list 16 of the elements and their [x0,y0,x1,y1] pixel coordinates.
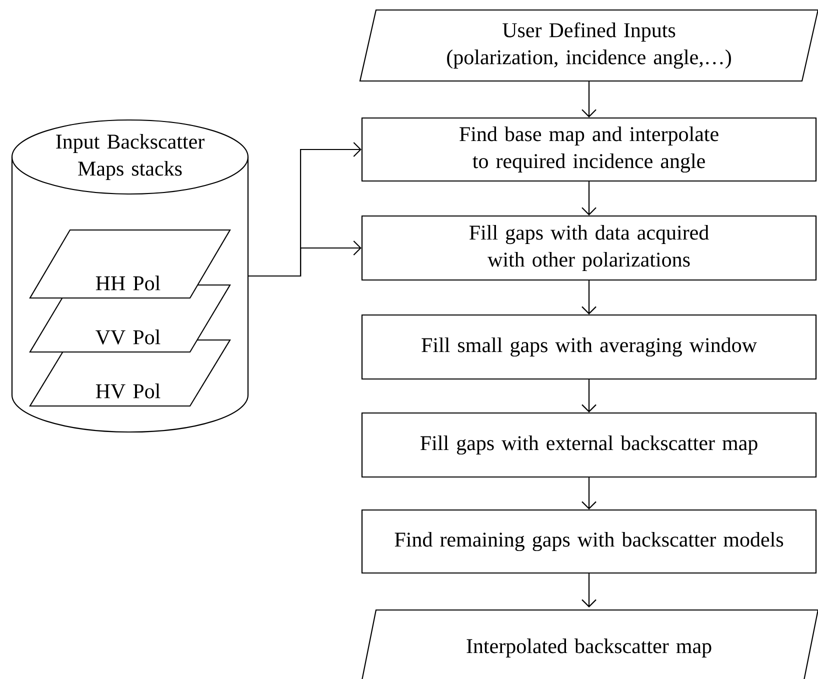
arrow [248,240,362,277]
process-box: Find remaining gaps with backscatter models [361,509,817,574]
process-box: Fill gaps with data acquired with other polarizations [361,215,817,281]
process-box: Fill gaps with external backscatter map [361,412,817,478]
arrow [582,574,596,608]
arrow [582,478,596,510]
process-box: Fill small gaps with averaging window [361,314,817,380]
process-box: Find base map and interpolate to required incidence angle [361,117,817,182]
output-parallelogram: Interpolated backscatter map [359,609,818,679]
arrow [582,280,596,314]
node-label: Input Backscatter [56,134,204,154]
arrow [582,380,596,412]
input-parallelogram: User Defined Inputs (polarization, incidence angle,…) [359,9,818,82]
layer-parallelogram: HH Pol [29,229,231,299]
arrow [582,82,596,118]
arrow [582,182,596,216]
